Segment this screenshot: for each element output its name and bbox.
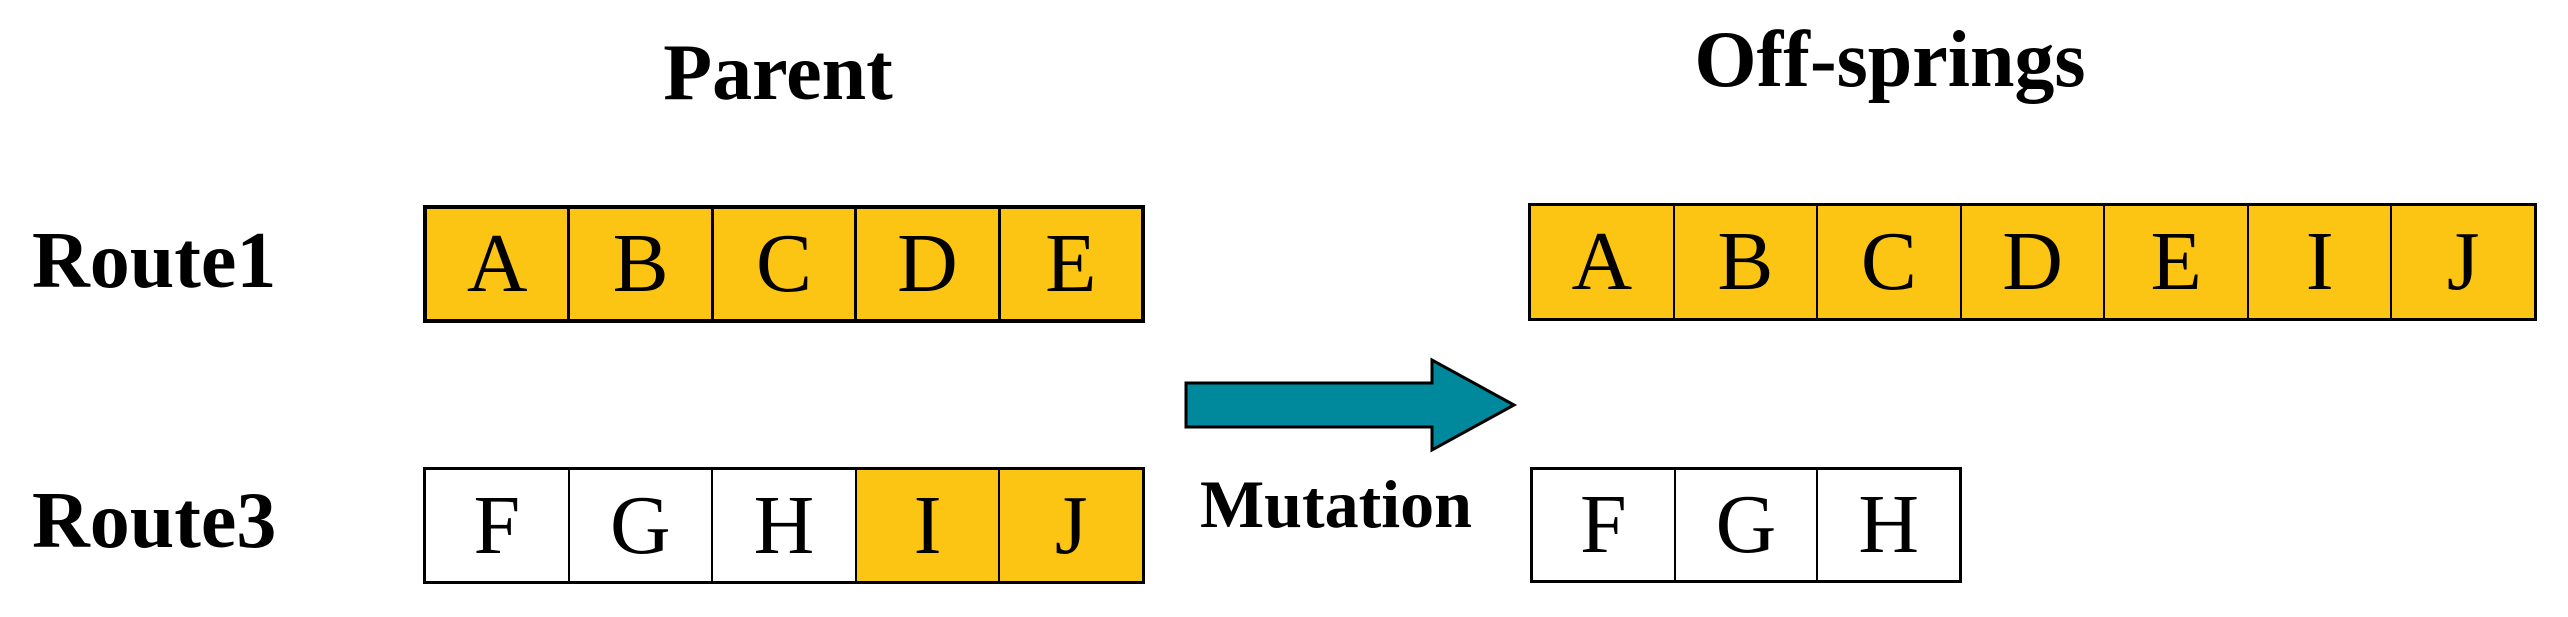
gene-cell: E — [997, 209, 1142, 319]
gene-cell: D — [1959, 206, 2104, 318]
gene-cell: I — [854, 470, 999, 581]
gene-cell: C — [710, 209, 855, 319]
gene-cell: D — [854, 209, 998, 319]
gene-cell: J — [2390, 206, 2535, 318]
gene-cell: H — [1816, 470, 1960, 580]
parent-route3-row: F G H I J — [423, 467, 1145, 584]
mutation-label: Mutation — [1200, 466, 1472, 542]
offsprings-title: Off-springs — [1694, 16, 2086, 104]
mutation-arrow — [1184, 357, 1518, 453]
offspring-route1-row: A B C D E I J — [1528, 203, 2537, 321]
mutation-arrow-shape — [1184, 357, 1518, 453]
route3-label: Route3 — [32, 477, 277, 565]
gene-cell: A — [427, 209, 568, 319]
parent-route1-row: A B C D E — [423, 205, 1145, 323]
gene-cell: J — [998, 470, 1142, 581]
gene-cell: B — [1672, 206, 1817, 318]
gene-cell: G — [567, 470, 712, 581]
route1-label: Route1 — [32, 217, 277, 305]
parent-title: Parent — [663, 29, 893, 117]
gene-cell: B — [567, 209, 711, 319]
gene-cell: H — [711, 470, 855, 581]
gene-cell: I — [2246, 206, 2391, 318]
gene-cell: F — [426, 470, 568, 581]
gene-cell: C — [1816, 206, 1960, 318]
gene-cell: G — [1673, 470, 1817, 580]
gene-cell: E — [2103, 206, 2247, 318]
gene-cell: F — [1533, 470, 1674, 580]
gene-cell: A — [1531, 206, 1673, 318]
offspring-route3-row: F G H — [1530, 467, 1962, 583]
